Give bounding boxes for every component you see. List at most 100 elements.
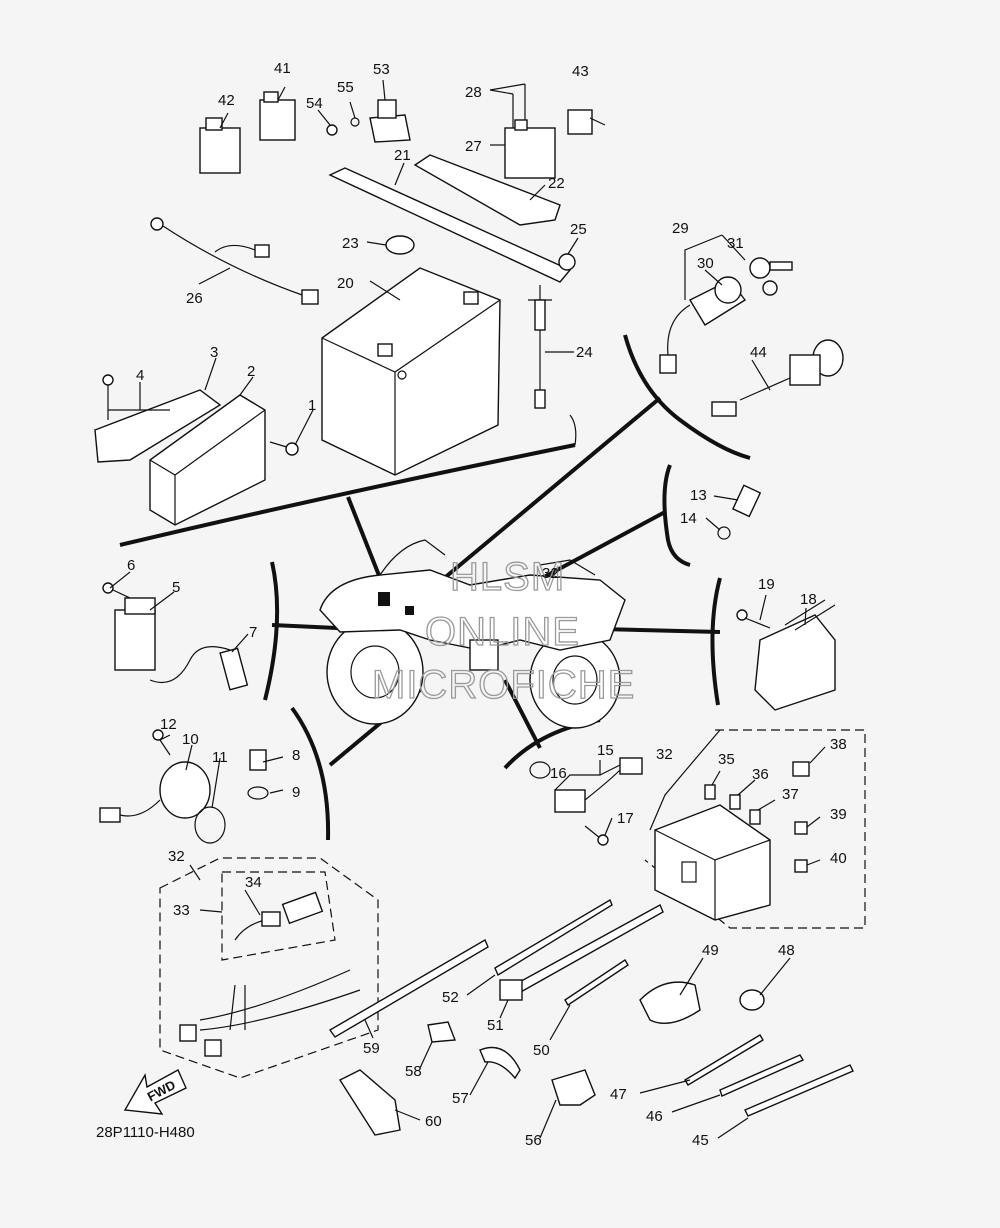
relay-43[interactable] — [567, 109, 593, 135]
callout-16: 16 — [550, 765, 567, 782]
callout-29: 29 — [672, 220, 689, 237]
bolt-19[interactable] — [736, 609, 771, 629]
callout-35: 35 — [718, 751, 735, 768]
holder-56[interactable] — [551, 1069, 596, 1106]
callout-27: 27 — [465, 138, 482, 155]
ecu-bracket[interactable] — [94, 389, 222, 463]
callout-48: 48 — [778, 942, 795, 959]
o-ring-11[interactable] — [194, 806, 226, 844]
sender-8[interactable] — [247, 749, 269, 800]
callout-23: 23 — [342, 235, 359, 252]
callout-1: 1 — [308, 397, 316, 414]
nut[interactable] — [558, 253, 576, 271]
relay-41[interactable] — [259, 91, 296, 141]
callout-12: 12 — [160, 716, 177, 733]
rectifier-regulator[interactable] — [754, 599, 836, 711]
callout-3: 3 — [210, 344, 218, 361]
callout-32-harness: 32 — [168, 848, 185, 865]
callout-52: 52 — [442, 989, 459, 1006]
callout-54: 54 — [306, 95, 323, 112]
keys[interactable] — [749, 257, 793, 296]
callout-60: 60 — [425, 1113, 442, 1130]
ignition-coil[interactable] — [114, 597, 249, 691]
relay-42[interactable] — [199, 117, 241, 174]
callout-2: 2 — [247, 363, 255, 380]
callout-4: 4 — [136, 367, 144, 384]
bolt-4[interactable] — [102, 374, 114, 420]
cable-tie-51[interactable] — [499, 904, 664, 1001]
callout-21: 21 — [394, 147, 411, 164]
watermark-line2: ONLINE — [425, 610, 580, 654]
callout-32-atv: 32 — [542, 565, 559, 582]
callout-6: 6 — [127, 557, 135, 574]
callout-36: 36 — [752, 766, 769, 783]
cable-tie-52[interactable] — [494, 898, 613, 977]
fuse-box[interactable] — [654, 804, 771, 921]
screw-54[interactable] — [326, 124, 338, 136]
callout-43: 43 — [572, 63, 589, 80]
bolt-6[interactable] — [102, 582, 131, 599]
main-switch[interactable] — [659, 276, 747, 374]
throttle-sensor[interactable] — [99, 761, 211, 823]
switch-13[interactable] — [717, 484, 762, 540]
callout-47: 47 — [610, 1086, 627, 1103]
band-45[interactable] — [744, 1064, 854, 1117]
speed-sensor[interactable] — [529, 757, 643, 813]
clamp-60[interactable] — [338, 1069, 401, 1136]
battery-lead[interactable] — [150, 217, 319, 305]
band-47[interactable] — [684, 1034, 764, 1086]
callout-15: 15 — [597, 742, 614, 759]
callout-41: 41 — [274, 60, 291, 77]
callout-11: 11 — [212, 749, 228, 766]
fuses[interactable] — [704, 761, 810, 873]
atv-illustration — [319, 539, 626, 729]
callout-58: 58 — [405, 1063, 422, 1080]
callout-44: 44 — [750, 344, 767, 361]
callout-59: 59 — [363, 1040, 380, 1057]
screw-12[interactable] — [152, 729, 171, 756]
socket-44[interactable] — [711, 339, 844, 417]
callout-37: 37 — [782, 786, 799, 803]
callout-25: 25 — [570, 221, 587, 238]
callout-28: 28 — [465, 84, 482, 101]
wire-harness[interactable] — [179, 969, 361, 1057]
callout-17: 17 — [617, 810, 634, 827]
callout-42: 42 — [218, 92, 235, 109]
callout-51: 51 — [487, 1017, 504, 1034]
cable-tie-50[interactable] — [564, 959, 629, 1006]
battery[interactable] — [321, 267, 501, 476]
callout-33: 33 — [173, 902, 190, 919]
leader-lines — [108, 79, 826, 1139]
callout-49: 49 — [702, 942, 719, 959]
callout-38: 38 — [830, 736, 847, 753]
clamp-58[interactable] — [427, 1021, 456, 1043]
callout-18: 18 — [800, 591, 817, 608]
callout-40: 40 — [830, 850, 847, 867]
damper[interactable] — [385, 235, 415, 255]
clamp-57[interactable] — [479, 1046, 521, 1080]
watermark-line1: HLSM — [450, 555, 565, 599]
callout-7: 7 — [249, 624, 257, 641]
bolt-17[interactable] — [584, 825, 609, 846]
band-46[interactable] — [719, 1054, 805, 1097]
cable-tie-59[interactable] — [328, 938, 489, 1038]
callout-30: 30 — [697, 255, 714, 272]
bolt-1[interactable] — [269, 441, 299, 456]
callout-5: 5 — [172, 579, 180, 596]
clamp-49[interactable] — [639, 981, 701, 1024]
watermark-line3: MICROFICHE — [372, 663, 635, 707]
callout-24: 24 — [576, 344, 593, 361]
callout-57: 57 — [452, 1090, 469, 1107]
lead-34[interactable] — [234, 891, 324, 941]
callout-31: 31 — [727, 235, 744, 252]
watermark: HLSM ONLINE MICROFICHE — [371, 554, 635, 707]
callout-50: 50 — [533, 1042, 550, 1059]
clamp-48[interactable] — [739, 989, 765, 1011]
starter-relay[interactable] — [504, 84, 556, 179]
long-bolt[interactable] — [534, 299, 546, 409]
sub-harness-boundary — [221, 871, 336, 961]
callout-14: 14 — [680, 510, 697, 527]
washer-55[interactable] — [350, 117, 360, 127]
fuse-holder-53[interactable] — [369, 99, 411, 143]
